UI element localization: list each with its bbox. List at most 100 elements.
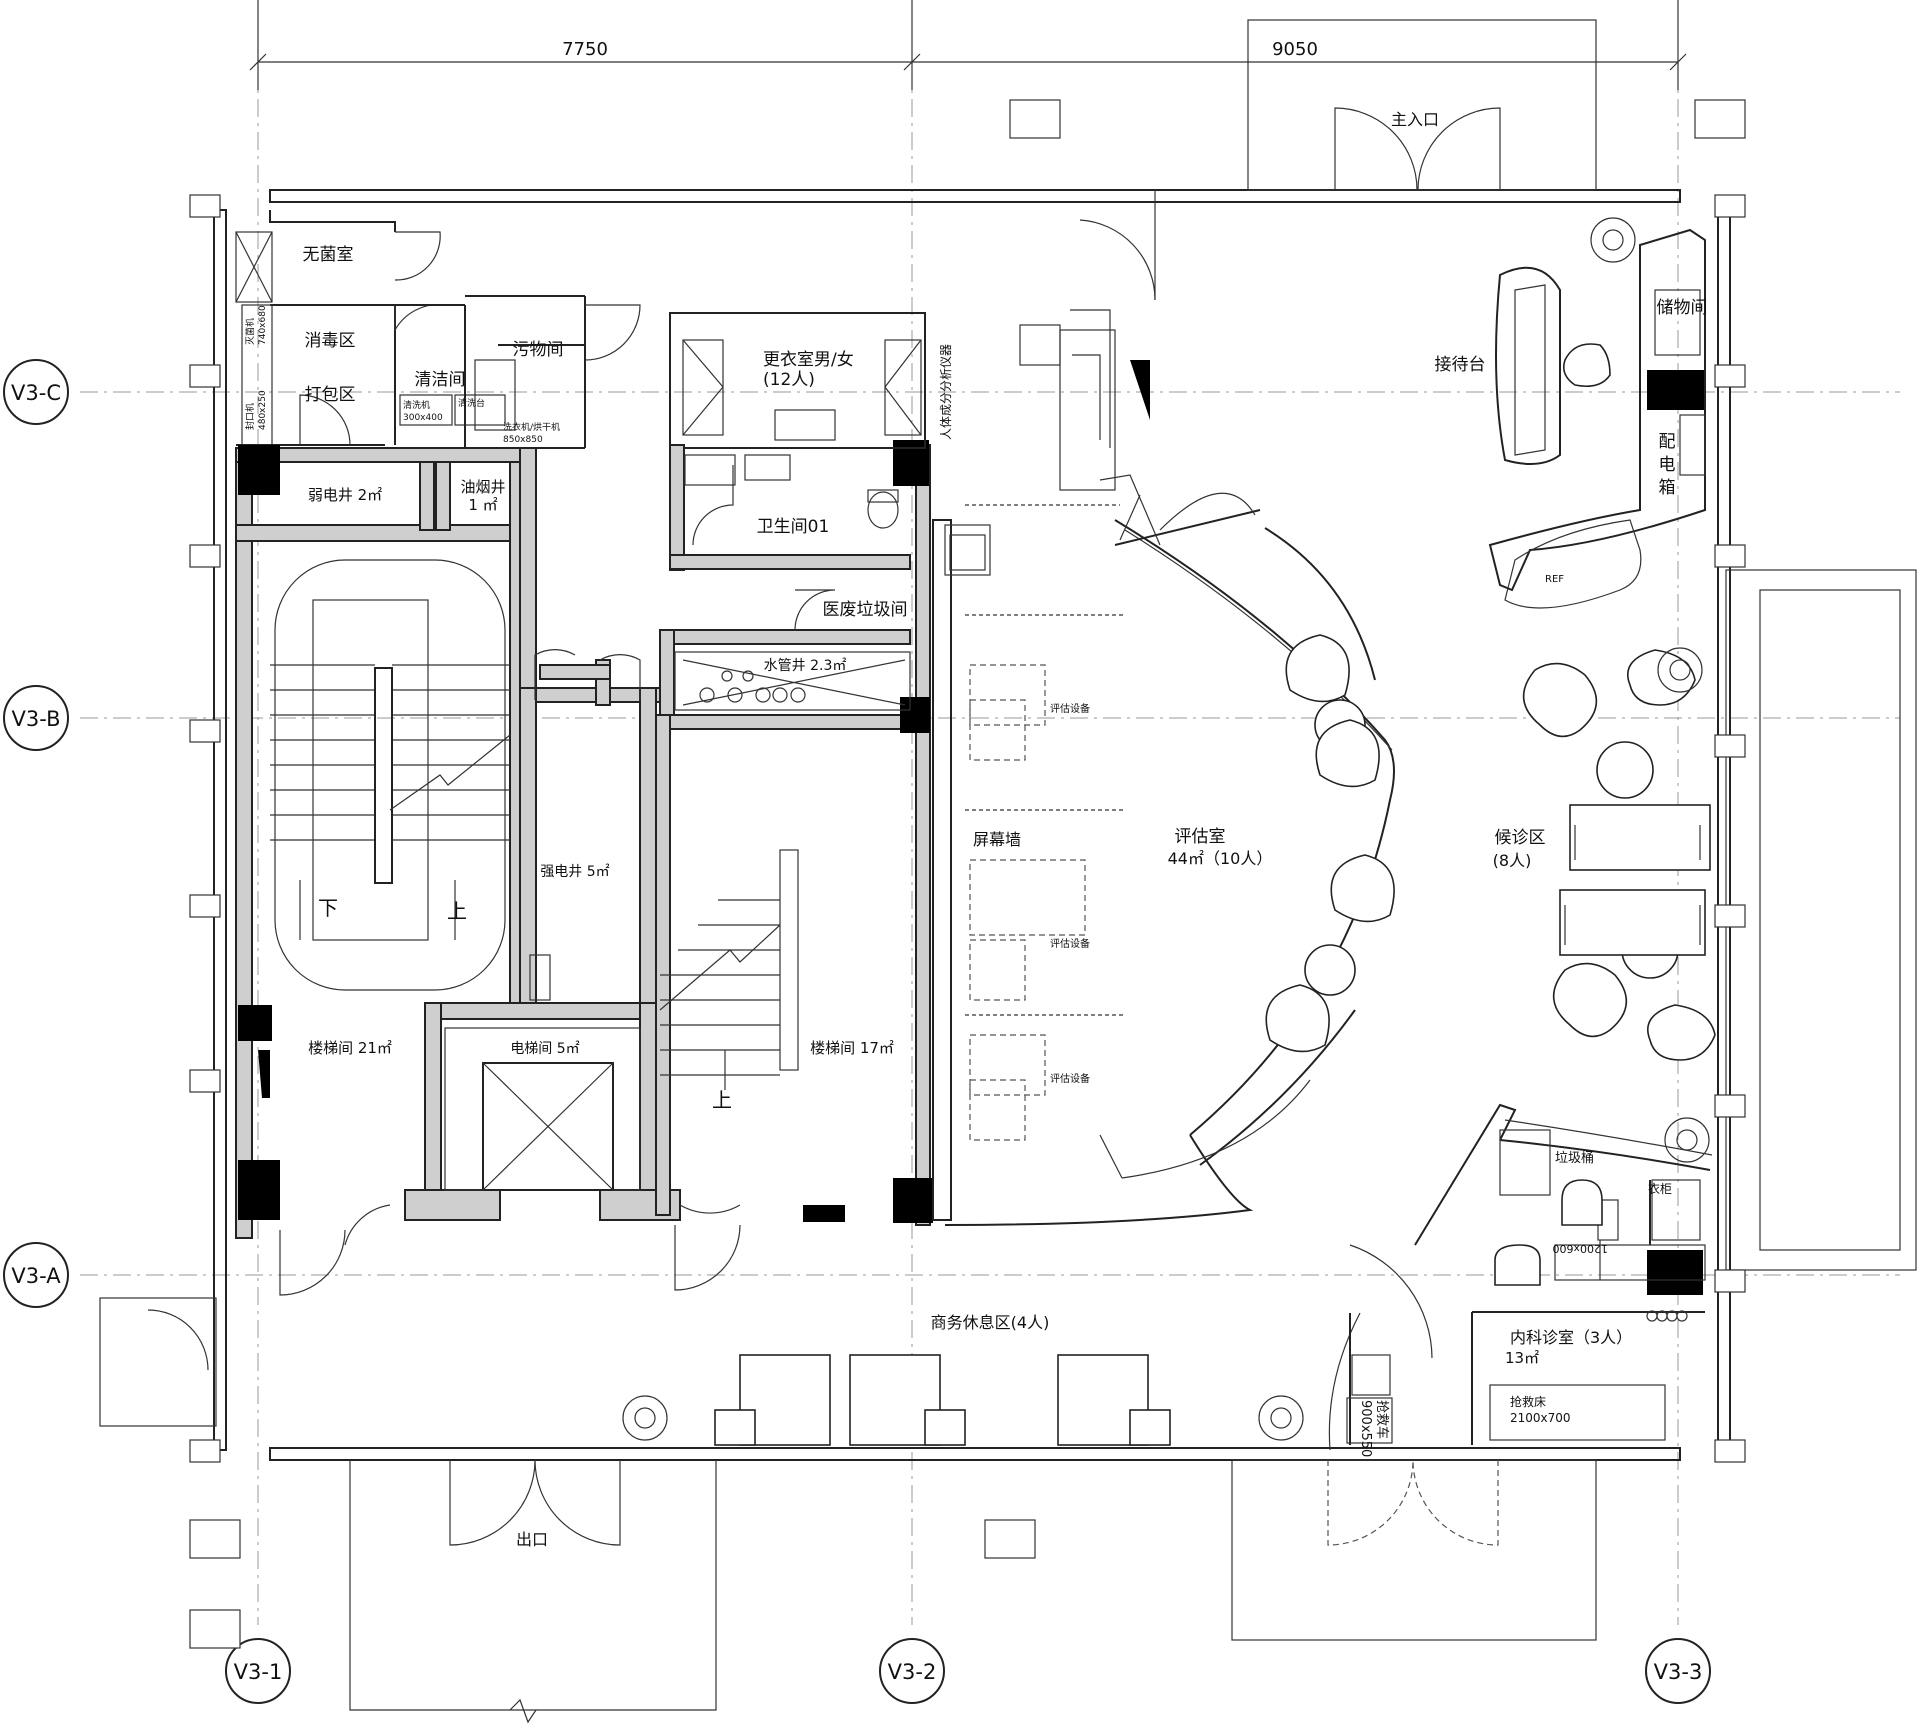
plants xyxy=(622,217,1710,1441)
label-lounge: 商务休息区(4人) xyxy=(931,1313,1050,1332)
assessment-area xyxy=(932,474,1395,1226)
grid-label-c: V3-C xyxy=(11,381,61,405)
elevator xyxy=(444,1027,641,1191)
label-laundry-size: 850x850 xyxy=(503,435,543,445)
label-water-shaft: 水管井 2.3㎡ xyxy=(764,658,847,674)
side-door-swing[interactable] xyxy=(147,1309,209,1371)
clinic-room xyxy=(1328,1103,1713,1451)
label-clinic: 内科诊室（3人） xyxy=(1510,1328,1632,1347)
equipment-labels: 评估设备 评估设备 评估设备 灭菌机 740x680 封口机 480x250 清… xyxy=(244,305,1608,1457)
label-storage: 储物间 xyxy=(1657,298,1708,318)
label-elevator: 电梯间 5㎡ xyxy=(510,1041,579,1057)
rear-canopy xyxy=(1231,1459,1597,1641)
label-screen-wall: 屏幕墙 xyxy=(973,830,1021,849)
label-exit: 出口 xyxy=(516,1530,548,1549)
label-changing-room: 更衣室男/女 xyxy=(763,350,854,370)
label-packing: 打包区 xyxy=(305,385,356,405)
label-wardrobe: 衣柜 xyxy=(1648,1181,1672,1196)
main-entrance-door[interactable] xyxy=(1334,107,1501,191)
label-desk-size: 1200x600 xyxy=(1552,1242,1608,1255)
label-disinfection: 消毒区 xyxy=(305,331,356,351)
grid-bubble-c xyxy=(3,359,69,425)
water-shaft xyxy=(674,651,911,711)
label-waiting: 候诊区 xyxy=(1495,828,1546,848)
label-reception: 接待台 xyxy=(1435,355,1486,375)
label-clinic-area: 13㎡ xyxy=(1505,1349,1539,1367)
label-cleaning: 清洁间 xyxy=(415,370,466,390)
dimension-9050: 9050 xyxy=(1272,39,1318,60)
reception-area xyxy=(1019,190,1706,609)
label-dist-box-2: 电 xyxy=(1659,455,1676,475)
exit-door[interactable] xyxy=(449,1459,621,1546)
label-stairs-down: 下 xyxy=(318,896,338,920)
door-swings[interactable] xyxy=(279,1204,741,1296)
assessment-chairs xyxy=(1265,634,1395,1053)
label-sealer-size: 480x250 xyxy=(258,390,268,430)
grid-bubble-2 xyxy=(879,1638,945,1704)
label-sink: 清洗台 xyxy=(458,397,485,409)
label-sterilizer: 灭菌机 xyxy=(244,318,256,345)
balcony xyxy=(1725,569,1917,1271)
label-changing-capacity: (12人) xyxy=(763,370,815,390)
lounge-furniture xyxy=(714,1354,1171,1446)
grid-label-2: V3-2 xyxy=(888,1660,937,1684)
label-main-entrance: 主入口 xyxy=(1391,110,1439,129)
label-eval-device-1: 评估设备 xyxy=(1050,702,1090,715)
label-cart-size: 900x550 xyxy=(1358,1400,1373,1457)
label-waiting-capacity: (8人) xyxy=(1493,851,1532,870)
label-bed-size: 2100x700 xyxy=(1510,1411,1571,1425)
waiting-area xyxy=(1522,649,1716,1061)
grid-label-a: V3-A xyxy=(11,1264,61,1288)
structural-columns xyxy=(238,360,1705,1295)
grid-bubble-b xyxy=(3,685,69,751)
label-trash-bin: 垃圾桶 xyxy=(1555,1151,1594,1166)
label-cart: 抢救车 xyxy=(1374,1400,1390,1439)
core-walls xyxy=(235,444,931,1239)
grid-bubble-a xyxy=(3,1242,69,1308)
label-assessment-area: 44㎡（10人） xyxy=(1168,849,1273,868)
rear-door[interactable] xyxy=(1327,1459,1499,1546)
label-stairs-up-2: 上 xyxy=(712,1088,732,1112)
label-laundry: 洗衣机/烘干机 xyxy=(503,421,560,433)
label-smoke-shaft-2: 1 ㎡ xyxy=(468,496,497,514)
changing-toilet-block xyxy=(669,312,926,631)
grid-label-1: V3-1 xyxy=(234,1660,283,1684)
label-sterile-room: 无菌室 xyxy=(303,245,354,265)
strong-shaft xyxy=(529,649,641,1001)
stair-21 xyxy=(270,559,511,991)
grid-bubble-1 xyxy=(225,1638,291,1704)
label-weak-shaft: 弱电井 2㎡ xyxy=(308,486,382,504)
label-stair-21: 楼梯间 21㎡ xyxy=(308,1039,392,1057)
air-vents xyxy=(965,504,1125,1016)
label-medical-waste: 医废垃圾间 xyxy=(823,600,908,620)
dimension-7750: 7750 xyxy=(562,39,608,60)
label-eval-device-3: 评估设备 xyxy=(1050,1072,1090,1085)
label-body-analyzer: 人体成分分析仪器 xyxy=(939,344,953,440)
label-smoke-shaft-1: 油烟井 xyxy=(460,478,505,496)
label-stairs-up-1: 上 xyxy=(447,899,467,923)
grid-lines xyxy=(80,0,1900,1625)
label-sterilizer-size: 740x680 xyxy=(258,305,268,345)
label-ref: REF xyxy=(1545,574,1564,585)
label-stair-17: 楼梯间 17㎡ xyxy=(810,1039,894,1057)
label-strong-shaft: 强电井 5㎡ xyxy=(540,864,609,880)
stair-17 xyxy=(659,849,799,1090)
label-dist-box-1: 配 xyxy=(1659,432,1676,452)
side-door-box xyxy=(99,1297,217,1427)
label-assessment: 评估室 xyxy=(1175,827,1226,847)
grid-bubbles: V3-C V3-B V3-A V3-1 V3-2 V3-3 xyxy=(3,359,1711,1704)
label-toilet: 卫生间01 xyxy=(757,517,830,537)
entrance-canopy xyxy=(1247,19,1597,191)
label-dirty-room: 污物间 xyxy=(513,340,564,360)
dimension-line: 7750 9050 xyxy=(249,0,1687,90)
label-washer: 清洗机 xyxy=(403,399,430,411)
room-labels: 主入口 出口 无菌室 消毒区 打包区 清洁间 污物间 更衣室男/女 (12人) … xyxy=(303,110,1708,1549)
label-washer-size: 300x400 xyxy=(403,413,443,423)
exterior-walls xyxy=(99,19,1917,1724)
label-sealer: 封口机 xyxy=(244,403,256,430)
label-eval-device-2: 评估设备 xyxy=(1050,937,1090,950)
label-bed: 抢救床 xyxy=(1510,1394,1546,1409)
grid-label-b: V3-B xyxy=(12,707,61,731)
grid-label-3: V3-3 xyxy=(1654,1660,1703,1684)
